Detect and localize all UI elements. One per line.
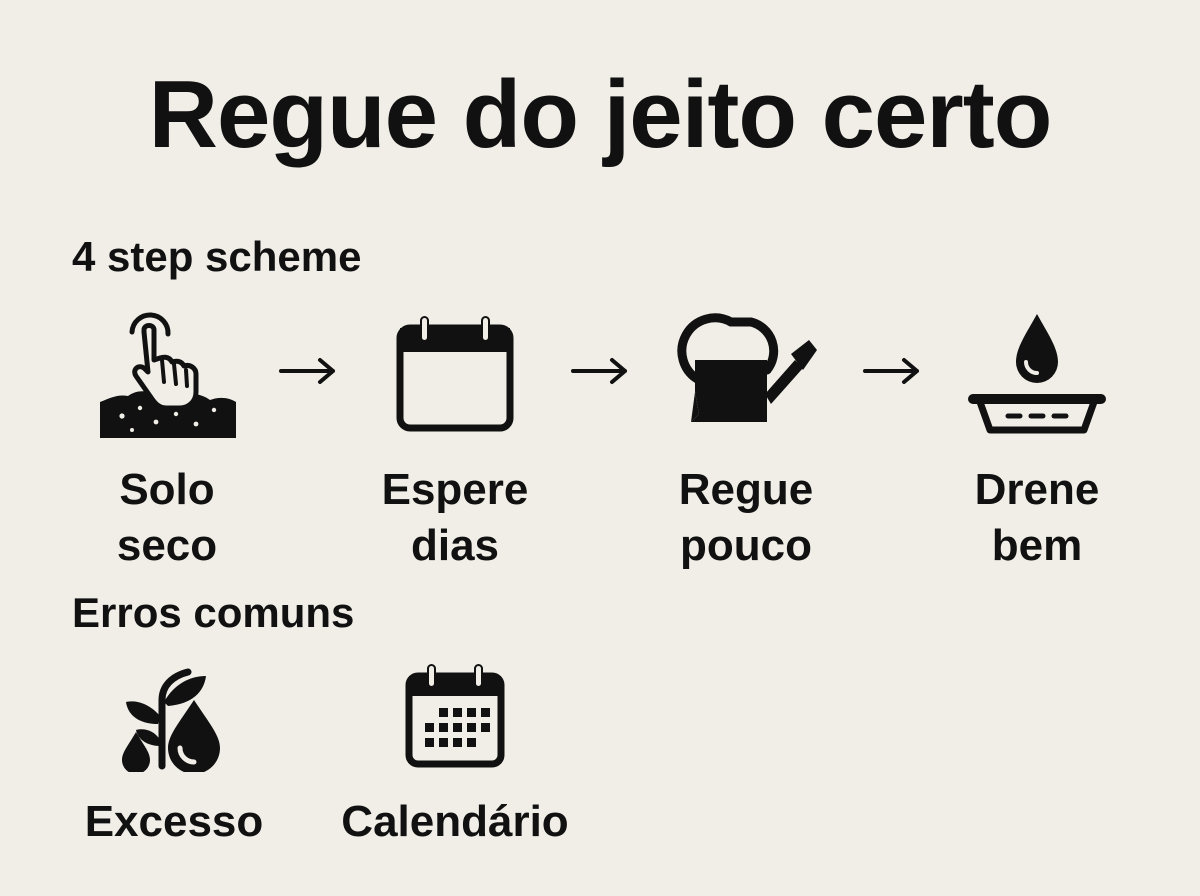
mistake-label: Calendário — [341, 797, 569, 846]
step-espere-dias: Espere dias — [335, 310, 575, 574]
arrow-right-icon — [279, 358, 335, 384]
page-title: Regue do jeito certo — [148, 61, 1053, 168]
step-label-line2: dias — [410, 521, 500, 570]
step-label-line1: Regue — [678, 465, 814, 514]
arrow-right-icon — [571, 358, 627, 384]
hand-touching-soil-icon — [92, 310, 242, 440]
scheme-heading: 4 step scheme — [72, 233, 362, 280]
calendar-icon — [380, 310, 530, 440]
step-drene-bem: Drene bem — [917, 310, 1157, 574]
watering-can-icon — [671, 310, 821, 440]
mistakes-heading: Erros comuns — [72, 589, 355, 636]
drip-tray-icon — [962, 310, 1112, 440]
mistake-label: Excesso — [84, 797, 264, 846]
step-label-line2: pouco — [680, 521, 812, 570]
step-label-line2: seco — [116, 521, 218, 570]
step-label-line1: Solo — [119, 465, 215, 514]
mistake-calendario: Calendário — [325, 662, 585, 850]
arrow-right-icon — [863, 358, 919, 384]
step-label-line1: Drene — [974, 465, 1100, 514]
step-regue-pouco: Regue pouco — [626, 310, 866, 574]
plant-water-drops-icon — [114, 662, 234, 772]
step-label-line2: bem — [991, 521, 1083, 570]
calendar-grid-icon — [395, 662, 515, 772]
mistake-excesso: Excesso — [74, 662, 274, 850]
step-solo-seco: Solo seco — [47, 310, 287, 574]
step-label-line1: Espere — [381, 465, 529, 514]
